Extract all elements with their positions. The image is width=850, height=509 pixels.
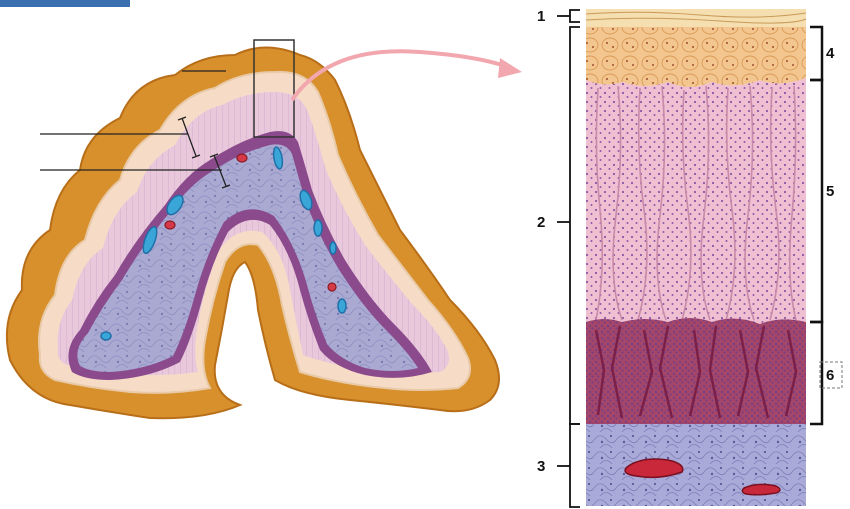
labels: 1 2 3 4 5 6 bbox=[537, 8, 835, 475]
magnified-section bbox=[557, 9, 843, 508]
label-6: 6 bbox=[826, 367, 834, 384]
left-brackets bbox=[557, 9, 580, 508]
label-3: 3 bbox=[537, 458, 545, 475]
top-accent-bar bbox=[0, 0, 130, 7]
magnify-arrow bbox=[290, 49, 522, 102]
gland-overview bbox=[5, 39, 522, 420]
reticularis-cords bbox=[594, 325, 798, 419]
label-1: 1 bbox=[537, 8, 545, 25]
right-brackets bbox=[810, 25, 824, 426]
label-5: 5 bbox=[826, 183, 834, 200]
layer-glomerulosa bbox=[586, 27, 806, 87]
medulla-vessel-large bbox=[624, 458, 684, 479]
leader-lines bbox=[40, 70, 231, 189]
layer-capsule bbox=[586, 9, 806, 27]
label-2: 2 bbox=[537, 214, 545, 231]
medulla-vessels bbox=[100, 146, 347, 341]
medulla-vessel-small bbox=[741, 483, 781, 496]
label-4: 4 bbox=[826, 45, 835, 62]
fasciculata-cords bbox=[595, 85, 797, 321]
magnified-region-box bbox=[253, 39, 295, 138]
label-6-box bbox=[819, 361, 843, 389]
